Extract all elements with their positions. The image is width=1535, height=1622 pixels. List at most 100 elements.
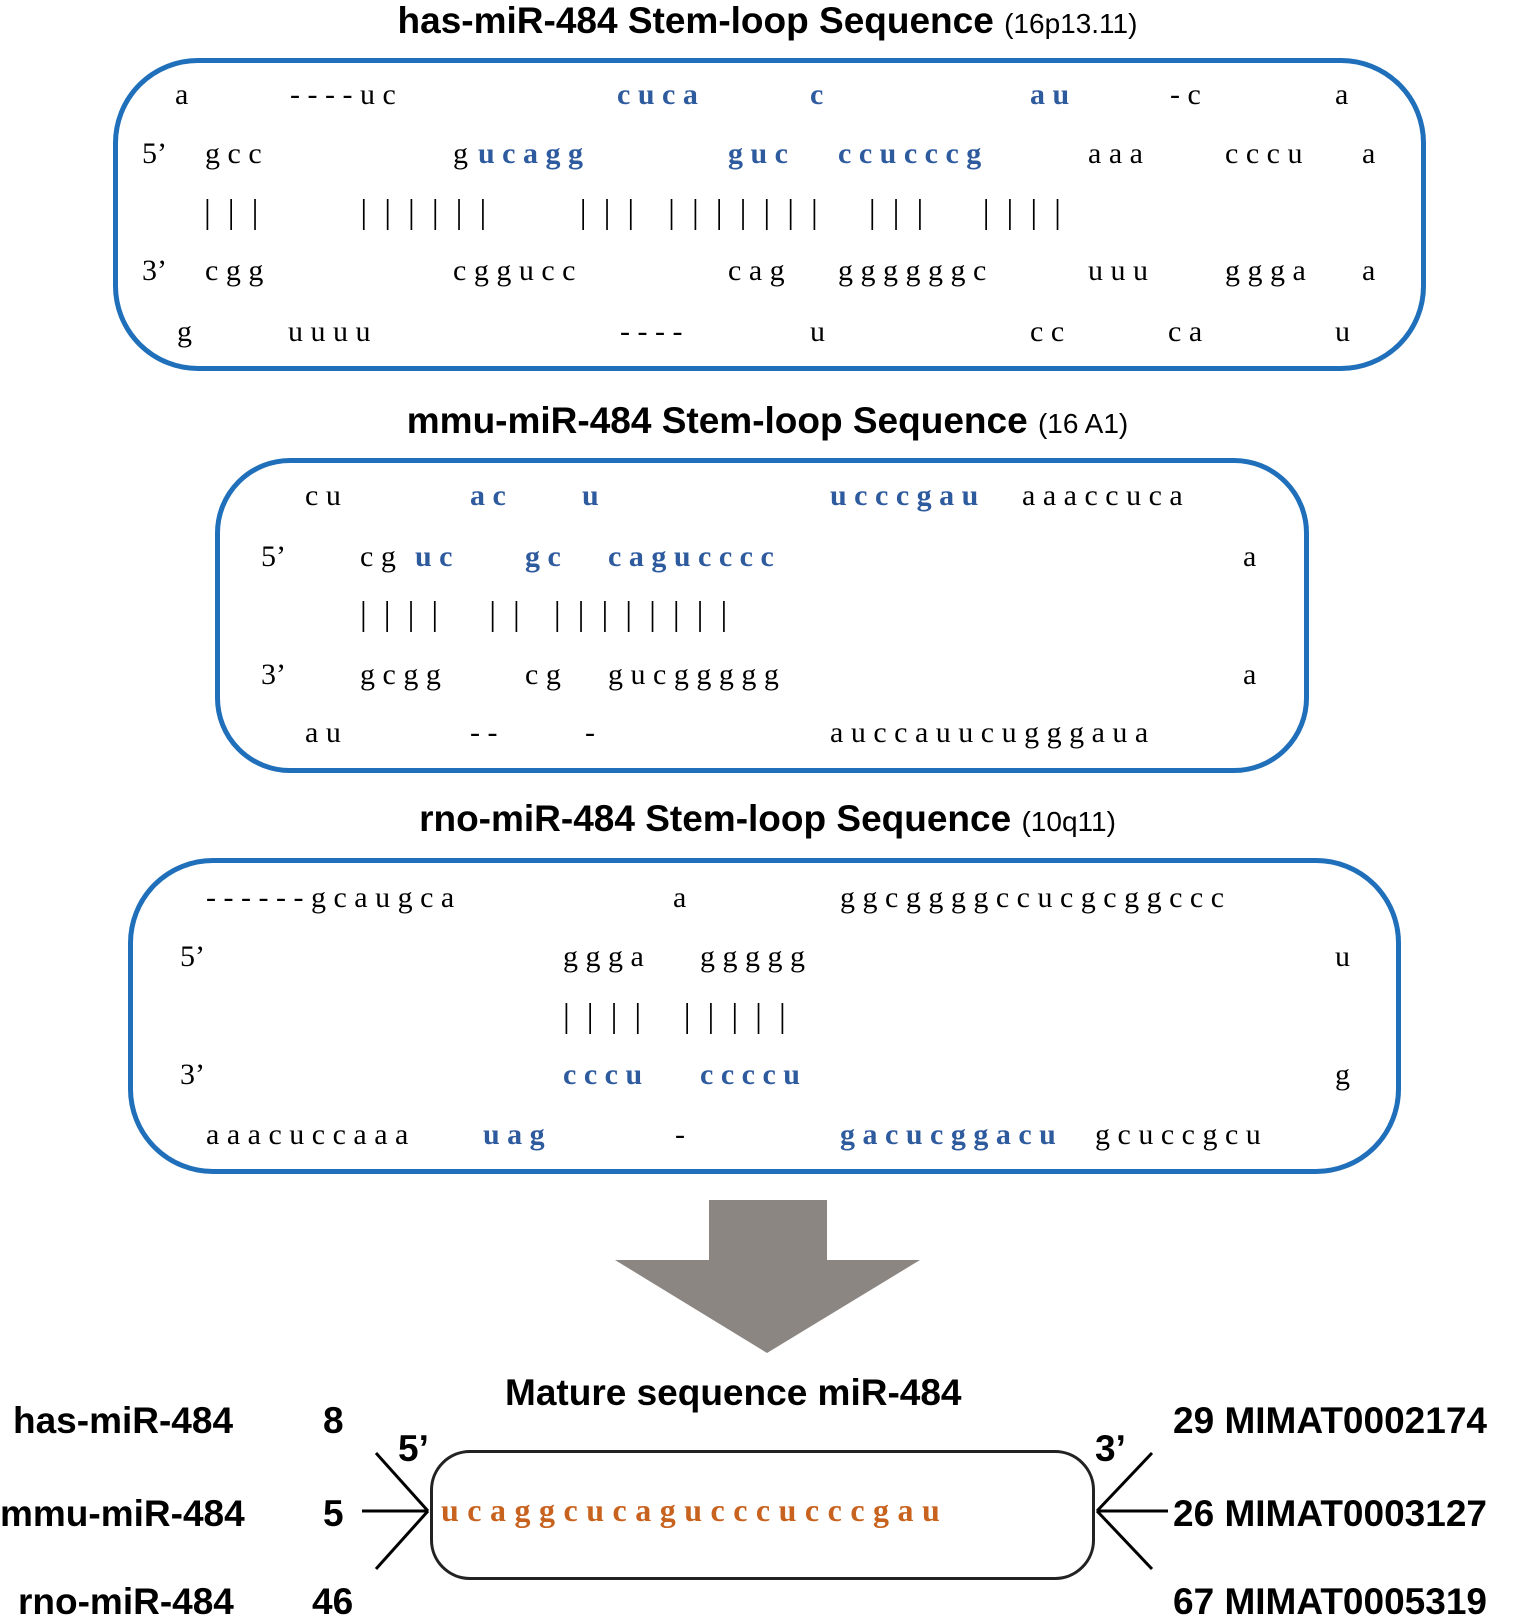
rno-base-pairs: | | | | | | | | | bbox=[563, 998, 786, 1035]
hsa-title-name: has-miR-484 Stem-loop Sequence bbox=[397, 0, 994, 41]
down-arrow-icon bbox=[615, 1200, 920, 1353]
mmu-label-3prime: 3’ bbox=[261, 658, 286, 691]
hsa-row4-f: g g g a bbox=[1225, 254, 1306, 287]
mmu-title-location: (16 A1) bbox=[1037, 408, 1129, 439]
mmu-row5-b: - - bbox=[470, 716, 498, 749]
species-start-hsa: 8 bbox=[323, 1400, 344, 1441]
species-name-mmu: mmu-miR-484 bbox=[0, 1493, 245, 1534]
species-end-rno: 67 MIMAT0005319 bbox=[1173, 1583, 1487, 1620]
rno-label-3prime: 3’ bbox=[180, 1058, 205, 1091]
mmu-row4-d: a bbox=[1243, 658, 1257, 691]
rno-title-location: (10q11) bbox=[1021, 806, 1116, 837]
hsa-row5-d: u bbox=[810, 315, 825, 348]
mature-sequence-box bbox=[430, 1450, 1095, 1580]
species-end-pos-rno: 67 bbox=[1173, 1581, 1215, 1622]
mmu-row4-c: g u c g g g g g bbox=[608, 658, 779, 691]
species-end-mmu: 26 MIMAT0003127 bbox=[1173, 1495, 1487, 1532]
rno-label-5prime: 5’ bbox=[180, 940, 205, 973]
rno-row5-b: u a g bbox=[483, 1118, 545, 1151]
mature-sequence: ucaggcucagucccucccgau bbox=[441, 1492, 949, 1528]
hsa-row1-g: a bbox=[1335, 78, 1349, 111]
species-connector-lines bbox=[362, 1451, 1168, 1571]
mmu-row1-e: a a a c c u c a bbox=[1022, 479, 1183, 512]
mmu-base-pairs: | | | | | | | | | | | | | | bbox=[360, 596, 728, 633]
rno-row2-a: g g g a bbox=[563, 940, 644, 973]
end-label-5prime: 5’ bbox=[398, 1428, 429, 1469]
mmu-label-5prime: 5’ bbox=[261, 540, 286, 573]
hsa-row2-h: a bbox=[1362, 137, 1376, 170]
hsa-row2-d: g u c bbox=[728, 137, 788, 170]
rno-row1-c: g g c g g g g c c u c g c g g c c c bbox=[840, 881, 1225, 914]
species-end-pos-hsa: 29 bbox=[1173, 1400, 1215, 1441]
mmu-stemloop-box bbox=[215, 458, 1309, 773]
hsa-row2-c: u c a g g bbox=[478, 137, 583, 170]
species-start-rno: 46 bbox=[312, 1581, 354, 1622]
mmu-row4-a: g c g g bbox=[360, 658, 441, 691]
hsa-row2-a: g c c bbox=[205, 137, 262, 170]
mmu-row2-a: c g bbox=[360, 540, 396, 573]
hsa-row5-e: c c bbox=[1030, 315, 1065, 348]
rno-row5-d: g a c u c g g a c u bbox=[840, 1118, 1056, 1151]
species-accession-hsa: MIMAT0002174 bbox=[1224, 1400, 1487, 1441]
rno-row4-a: c c c u bbox=[563, 1058, 643, 1091]
mmu-row4-b: c g bbox=[525, 658, 561, 691]
hsa-row1-f: - c bbox=[1170, 78, 1201, 111]
hsa-row1-c: c u c a bbox=[617, 78, 698, 111]
hsa-row1-d: c bbox=[810, 78, 824, 111]
species-name-rno: rno-miR-484 bbox=[18, 1581, 234, 1622]
hsa-label-5prime: 5’ bbox=[142, 137, 167, 170]
rno-row2-b: g g g g g bbox=[700, 940, 805, 973]
mmu-row2-b: u c bbox=[415, 540, 453, 573]
rno-row4-b: c c c c u bbox=[700, 1058, 800, 1091]
rno-row5-c: - bbox=[675, 1118, 685, 1151]
hsa-row4-d: g g g g g g c bbox=[838, 254, 987, 287]
mmu-row5-a: a u bbox=[305, 716, 341, 749]
hsa-row5-g: u bbox=[1335, 315, 1350, 348]
hsa-row4-b: c g g u c c bbox=[453, 254, 576, 287]
mmu-row2-e: a bbox=[1243, 540, 1257, 573]
mmu-row1-b: a c bbox=[470, 479, 506, 512]
hsa-stemloop-box bbox=[113, 58, 1426, 371]
hsa-row2-b: g bbox=[453, 137, 468, 170]
species-accession-rno: MIMAT0005319 bbox=[1224, 1581, 1487, 1622]
rno-row1-a: - - - - - - g c a u g c a bbox=[206, 881, 455, 914]
hsa-row1-a: a bbox=[175, 78, 189, 111]
species-end-hsa: 29 MIMAT0002174 bbox=[1173, 1402, 1487, 1439]
hsa-row5-a: g bbox=[177, 315, 192, 348]
hsa-base-pairs: | | | | | | | | | | | | | | | | | | | | … bbox=[204, 194, 1061, 231]
mmu-row1-a: c u bbox=[305, 479, 341, 512]
species-start-mmu: 5 bbox=[323, 1493, 344, 1534]
hsa-row1-e: a u bbox=[1030, 78, 1070, 111]
mmu-row1-d: u c c c g a u bbox=[830, 479, 979, 512]
hsa-row5-f: c a bbox=[1168, 315, 1203, 348]
rno-title-name: rno-miR-484 Stem-loop Sequence bbox=[419, 798, 1012, 839]
mmu-title: mmu-miR-484 Stem-loop Sequence (16 A1) bbox=[0, 402, 1535, 439]
mmu-row5-d: a u c c a u u c u g g g a u a bbox=[830, 716, 1149, 749]
mmu-row1-c: u bbox=[582, 479, 599, 512]
mmu-row2-d: c a g u c c c c bbox=[608, 540, 774, 573]
hsa-label-3prime: 3’ bbox=[142, 254, 167, 287]
mmu-row2-c: g c bbox=[525, 540, 561, 573]
rno-title: rno-miR-484 Stem-loop Sequence (10q11) bbox=[0, 800, 1535, 837]
species-name-hsa: has-miR-484 bbox=[13, 1400, 234, 1441]
species-end-pos-mmu: 26 bbox=[1173, 1493, 1215, 1534]
rno-row1-b: a bbox=[673, 881, 687, 914]
mmu-row5-c: - bbox=[585, 716, 595, 749]
hsa-row2-f: a a a bbox=[1088, 137, 1143, 170]
rno-row5-e: g c u c c g c u bbox=[1095, 1118, 1261, 1151]
hsa-row5-c: - - - - bbox=[620, 315, 683, 348]
hsa-row5-b: u u u u bbox=[288, 315, 371, 348]
hsa-row2-e: c c u c c c g bbox=[838, 137, 982, 170]
end-label-3prime: 3’ bbox=[1095, 1428, 1126, 1469]
mature-title: Mature sequence miR-484 bbox=[505, 1372, 962, 1413]
rno-row4-c: g bbox=[1335, 1058, 1350, 1091]
hsa-row4-g: a bbox=[1362, 254, 1376, 287]
hsa-row2-g: c c c u bbox=[1225, 137, 1303, 170]
rno-row5-a: a a a c u c c a a a bbox=[206, 1118, 409, 1151]
hsa-row1-b: - - - - u c bbox=[290, 78, 396, 111]
rno-stemloop-box bbox=[128, 858, 1401, 1174]
rno-row2-c: u bbox=[1335, 940, 1350, 973]
hsa-row4-c: c a g bbox=[728, 254, 785, 287]
hsa-title-location: (16p13.11) bbox=[1004, 8, 1138, 39]
hsa-title: has-miR-484 Stem-loop Sequence (16p13.11… bbox=[0, 2, 1535, 39]
